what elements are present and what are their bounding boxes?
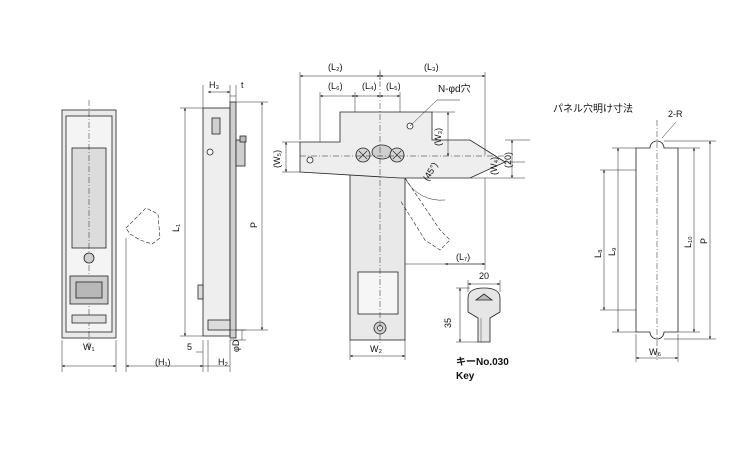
dim-w5-label: (W₅) [272,149,282,168]
panel-cutout [635,120,679,360]
dim-l4-label: (L₄) [362,81,377,91]
dim-l6-label: (L₆) [328,81,343,91]
dim-l7-label: (L₇) [456,252,471,262]
handle-ghost [125,207,161,245]
key-number-label: キーNo.030 [456,357,509,368]
dim-l5-label: (L₅) [386,81,401,91]
side-dimensions [125,85,268,372]
n-hole-label: N-φd穴 [438,84,471,95]
dim-l8-label: L₈ [593,249,603,258]
dim-w4-label: (W₄) [489,156,499,175]
dim-l1-label: L₁ [171,223,181,232]
dim-h3-label: H₃ [209,80,220,90]
dim-w1-label: W₁ [83,342,95,352]
dim-l3-label: (L₃) [424,62,439,72]
key-english-label: Key [456,371,475,382]
dim-w6-label: W₆ [649,347,662,357]
rear-dimensions [282,72,530,360]
dim-p-right-label: P [699,237,709,244]
panel-title: パネル穴明け寸法 [553,104,633,115]
dim-h2-label: H₂ [218,357,228,367]
dim-w1 [61,340,117,372]
dim-l10-label: L₁₀ [683,236,693,248]
dim-20-paren-label: (20) [503,151,513,168]
dim-5-label: 5 [187,342,193,352]
dim-t-label: t [241,80,244,90]
keyhole-icon [83,252,95,264]
key-dimensions [456,280,501,343]
dim-p-left-label: P [249,221,259,228]
dim-w2-label: W₂ [370,344,382,354]
key-width-label: 20 [479,271,490,281]
dim-phi-d-label: φD [231,339,241,352]
front-view [61,100,117,350]
dim-w3-label: (W₃) [433,127,443,146]
dim-l2-label: (L₂) [328,62,343,72]
key-height-label: 35 [443,317,453,328]
lever-ghost [399,177,451,251]
panel-dimensions [600,121,716,362]
radius-label: 2-R [668,109,683,119]
dim-l9-label: L₉ [607,247,617,256]
rear-view [299,70,510,345]
key-drawing [467,287,501,343]
side-view [197,101,247,339]
dim-h1-label: (H₁) [155,357,171,367]
